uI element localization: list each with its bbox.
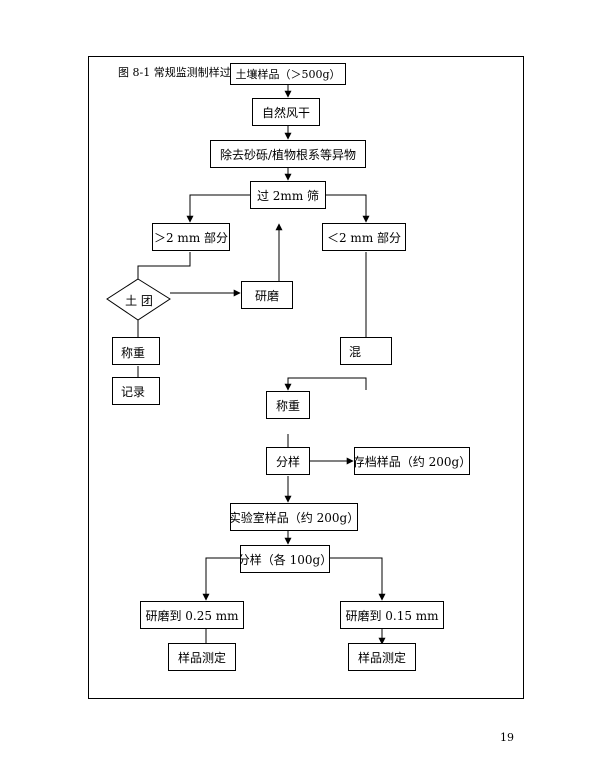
node-weigh-left: 称重 — [112, 337, 160, 365]
node-mix: 混 — [340, 337, 392, 365]
node-split: 分样 — [266, 447, 310, 475]
node-lab-sample: 实验室样品（约 200g） — [230, 503, 358, 531]
node-split-each: 分样（各 100g） — [240, 545, 330, 573]
node-air-dry: 自然风干 — [252, 98, 320, 126]
figure-frame — [88, 56, 524, 699]
node-weigh-mid: 称重 — [266, 391, 310, 419]
node-lt-2mm: ＜2 mm 部分 — [322, 223, 406, 251]
node-gt-2mm: ＞2 mm 部分 — [152, 223, 230, 251]
node-grind-025: 研磨到 0.25 mm — [140, 601, 244, 629]
node-archive-sample: 存档样品（约 200g） — [354, 447, 470, 475]
page-number: 19 — [500, 731, 514, 744]
node-grind: 研磨 — [241, 281, 293, 309]
node-sieve-2mm: 过 2mm 筛 — [250, 181, 326, 209]
node-clod: 土 团 — [125, 294, 153, 308]
node-measure-right: 样品测定 — [348, 643, 416, 671]
node-record: 记录 — [112, 377, 160, 405]
node-soil-sample: 土壤样品（＞500g） — [230, 63, 346, 85]
node-measure-left: 样品测定 — [168, 643, 236, 671]
node-remove-gravel: 除去砂砾/植物根系等异物 — [210, 140, 366, 168]
node-grind-015: 研磨到 0.15 mm — [340, 601, 444, 629]
figure-title: 图 8-1 常规监测制样过 — [118, 66, 231, 79]
